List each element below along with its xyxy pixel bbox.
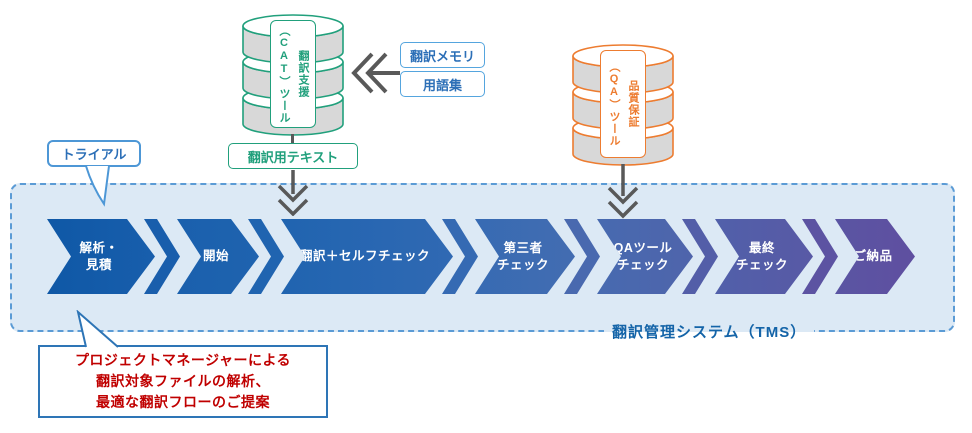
pm-callout-line: プロジェクトマネージャーによる <box>74 352 292 368</box>
cat-connector-line <box>291 134 294 144</box>
flow-step-label: ご納品 <box>853 249 893 264</box>
flow-step-label: 翻訳＋セルフチェック <box>299 249 430 264</box>
flow-step-start: 開始 <box>177 219 259 294</box>
flow-step-label: 開始 <box>202 249 229 264</box>
tms-panel-label: 翻訳管理システム（TMS） <box>604 320 815 346</box>
cat-database-icon: 翻訳支援 （CAT）ツール <box>240 12 346 136</box>
flow-step-label: QAツールチェック <box>613 241 673 272</box>
pm-callout-line: 翻訳対象ファイルの解析、 <box>96 373 270 389</box>
flow-step-label: 第三者チェック <box>496 241 549 272</box>
trial-callout: トライアル <box>47 140 141 167</box>
flow-step-translation-selfcheck: 翻訳＋セルフチェック <box>281 219 453 294</box>
left-double-arrow-icon <box>351 52 400 94</box>
trial-callout-tail <box>85 166 110 207</box>
flow-step-label: 最終チェック <box>735 241 788 272</box>
cat-db-label: 翻訳支援 （CAT）ツール <box>270 20 316 128</box>
translation-text-box: 翻訳用テキスト <box>228 143 358 169</box>
down-double-arrow-icon <box>607 164 639 219</box>
flow-step-final-check: 最終チェック <box>715 219 813 294</box>
process-flow: 解析・見積 開始 翻訳＋セルフチェック 第三者チェック QAツールチェック 最終… <box>47 219 915 294</box>
flow-step-analysis-estimate: 解析・見積 <box>47 219 155 294</box>
flow-step-qa-tool-check: QAツールチェック <box>597 219 693 294</box>
flow-step-delivery: ご納品 <box>835 219 915 294</box>
flow-step-label: 解析・見積 <box>79 241 119 272</box>
pm-callout: プロジェクトマネージャーによる 翻訳対象ファイルの解析、 最適な翻訳フローのご提… <box>38 345 328 418</box>
down-double-arrow-icon <box>277 170 309 216</box>
translation-memory-box: 翻訳メモリ <box>400 42 485 68</box>
glossary-box: 用語集 <box>400 71 485 97</box>
qa-database-icon: 品質保証 （QA）ツール <box>570 42 676 166</box>
qa-db-label: 品質保証 （QA）ツール <box>600 50 646 158</box>
pm-callout-tail <box>76 310 119 348</box>
flow-step-thirdparty-check: 第三者チェック <box>475 219 575 294</box>
pm-callout-line: 最適な翻訳フローのご提案 <box>96 394 270 410</box>
